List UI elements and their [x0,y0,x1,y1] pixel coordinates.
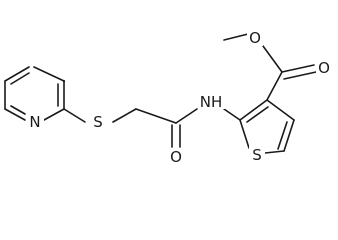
thiophene-c2-c3-double [246,106,269,123]
thiophene-c4-c5-double [277,121,288,150]
bond [4,66,30,82]
bond [4,108,26,121]
double-bond-inner [10,105,26,115]
thiophene-c4-c5 [283,119,295,152]
ch2-to-carbonyl-bond [135,108,177,124]
pyridine-nitrogen-label: N [29,113,40,131]
methyl-ester [223,33,317,101]
thiophene-sulfur-label: S [252,146,262,164]
ester-c-double-o-b [283,71,317,80]
c3-to-ester-carbon [266,71,283,101]
ester-c-to-o-single [262,45,283,73]
thiophene-c3-c4 [266,99,295,121]
pyridine-ring [4,66,65,121]
ring-c2-to-s-chain [63,108,86,123]
thiophene-s-to-c2 [239,119,250,149]
chain-lines [63,108,241,148]
ester-double-oxygen-label: O [318,59,330,77]
s-to-ch2-bond [112,108,137,123]
amide-oxygen-label: O [170,148,182,166]
thiophene-c5-s [264,150,285,154]
bond [33,66,65,82]
double-bond-inner [10,72,30,85]
thiophene-ring [239,99,295,154]
nh-to-thiophene-bond [223,108,241,121]
chemical-structure-diagram: N S NH O S O O [4,29,332,166]
ester-o-to-methyl [223,33,249,41]
carbonyl-to-nh-bond [175,108,198,124]
bond [43,108,65,121]
thioether-sulfur-label: S [93,113,103,131]
amide-nh-label: NH [200,93,223,111]
ester-single-oxygen-label: O [249,29,261,47]
ester-c-double-o-a [281,64,315,73]
thiophene-c2-c3 [239,99,268,121]
atom-labels: N S NH O S O O [26,29,332,166]
